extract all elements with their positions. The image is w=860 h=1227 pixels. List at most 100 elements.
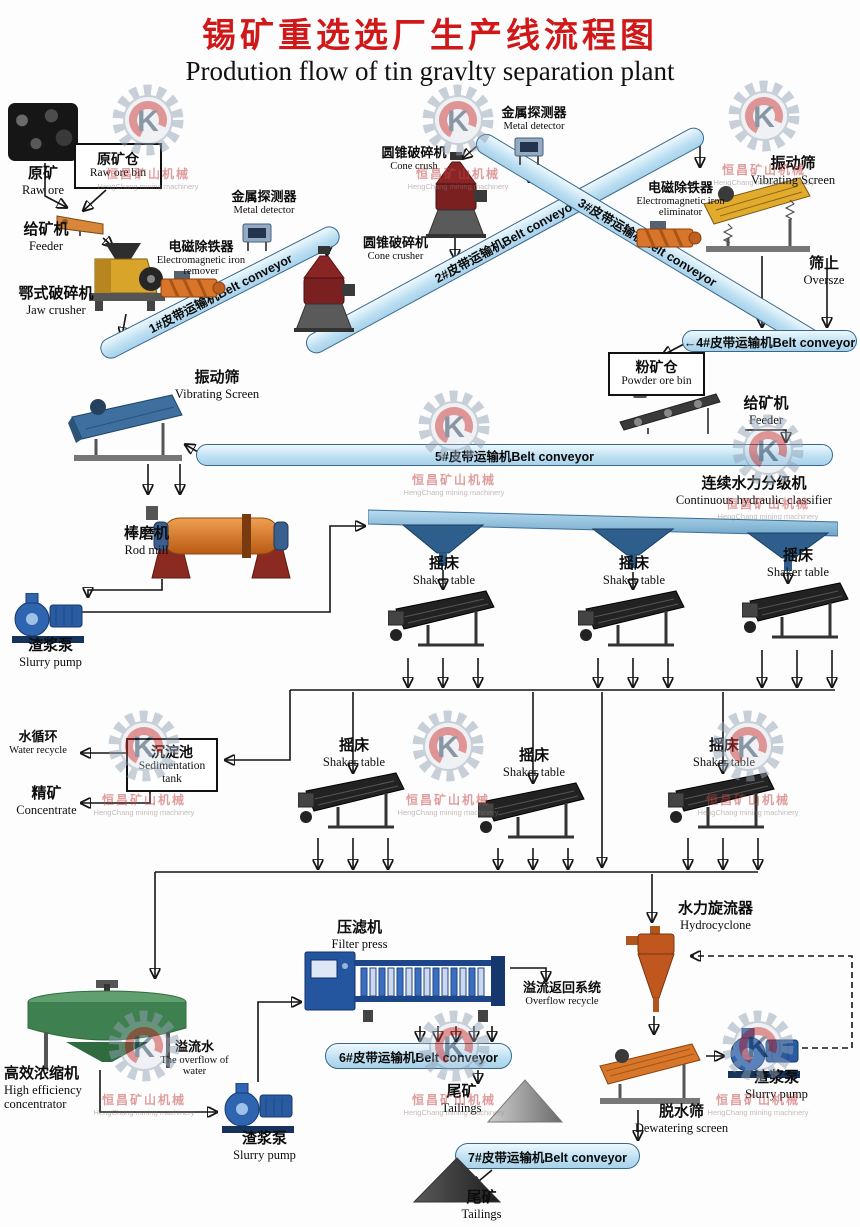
en-text: Slurry pump <box>233 1147 296 1162</box>
en-text: Slurry pump <box>745 1086 808 1101</box>
metal-detector-1-machine <box>240 222 274 257</box>
en-text: Shaker table <box>766 564 830 579</box>
zh-text: 摇床 <box>428 555 459 572</box>
zh-text: 振动筛 <box>770 155 816 172</box>
feeder-right-label: 给矿机 Feeder <box>730 395 802 427</box>
belt-conveyor-7: 7#皮带运输机Belt conveyor <box>455 1143 640 1169</box>
zh-text: 棒磨机 <box>123 525 169 542</box>
en-text: Tailings <box>441 1100 482 1115</box>
rod-mill-machine <box>146 496 296 585</box>
hydraulic-classifier-machine <box>367 498 839 583</box>
zh-text: 筛上 <box>808 255 839 272</box>
shaker-table-label: 摇床 Shaker table <box>388 555 500 587</box>
slurry-pump-left-machine <box>10 592 88 650</box>
en-text: Sedimentation tank <box>138 760 206 785</box>
en-text: Metal detector <box>503 120 565 132</box>
shaker-table-machine <box>297 772 405 829</box>
zh-text: 渣浆泵 <box>27 637 73 654</box>
shaker-table-label: 摇床 Shaker table <box>668 737 780 769</box>
sedimentation-tank: 沉淀池 Sedimentation tank <box>126 738 218 792</box>
zh-text: 连续水力分级机 <box>701 475 807 492</box>
en-text: Raw ore <box>22 182 64 197</box>
zh-text: 溢流水 <box>174 1039 214 1054</box>
zh-text: 水循环 <box>18 729 58 744</box>
en-text: Continuous hydraulic classifier <box>675 492 833 507</box>
zh-text: 摇床 <box>782 547 813 564</box>
shaker-table-label: 摇床 Shaker table <box>298 737 410 769</box>
zh-text: 压滤机 <box>336 919 382 936</box>
en-text: Overflow recycle <box>525 995 599 1007</box>
en-text: Slurry pump <box>19 654 82 669</box>
vibrating-screen-top-label: 振动筛 Vibrating Screen <box>738 155 848 187</box>
en-text: Electromagnetic iron remover <box>156 254 246 278</box>
raw-ore-image <box>8 103 78 161</box>
belt-6-label: 6#皮带运输机Belt conveyor <box>338 1050 499 1065</box>
en-text: Dewatering screen <box>634 1120 729 1135</box>
zh-text: 精矿 <box>31 785 62 802</box>
zh-text: 摇床 <box>708 737 739 754</box>
cone-crush-top-machine <box>424 150 488 243</box>
zh-text: 给矿机 <box>23 221 69 238</box>
tailings-mid-cone <box>486 1076 564 1129</box>
zh-text: 摇床 <box>618 555 649 572</box>
iron-eliminator-machine <box>636 220 702 259</box>
en-text: Shaker table <box>502 764 566 779</box>
en-text: High efficiency concentrator <box>4 1082 82 1111</box>
feeder-left-machine <box>55 208 113 241</box>
hydrocyclone-label: 水力旋流器 Hydrocyclone <box>658 900 773 932</box>
shaker-table-machine <box>577 590 685 647</box>
en-text: Shaker table <box>412 572 476 587</box>
zh-text: 原矿仓 <box>97 150 139 167</box>
en-text: Shaker table <box>602 572 666 587</box>
shaker-table-group: 摇床 Shaker table <box>741 547 854 646</box>
en-text: Vibrating Screen <box>750 172 836 187</box>
zh-text: 圆锥破碎机 <box>362 235 428 250</box>
zh-text: 金属探测器 <box>501 105 567 120</box>
en-text: Oversze <box>803 272 845 287</box>
iron-remover-machine <box>160 270 226 309</box>
concentrate-label: 精矿 Concentrate <box>4 785 89 817</box>
shaker-table-label: 摇床 Shaker table <box>742 547 854 579</box>
shaker-table-group: 摇床 Shaker table <box>667 737 780 836</box>
en-text: Cone crusher <box>367 250 424 262</box>
zh-text: 摇床 <box>338 737 369 754</box>
dewatering-screen-label: 脱水筛 Dewatering screen <box>624 1103 739 1135</box>
shaker-table-group: 摇床 Shaker table <box>387 555 500 654</box>
zh-text: 摇床 <box>518 747 549 764</box>
en-text: Powder ore bin <box>621 375 692 388</box>
zh-text: 渣浆泵 <box>753 1069 799 1086</box>
cone-crusher-machine <box>292 244 356 337</box>
zh-text: 沉淀池 <box>151 743 193 760</box>
iron-eliminator-label: 电磁除铁器 Electromagnetic iron eliminator <box>618 180 743 219</box>
zh-text: 原矿 <box>27 165 58 182</box>
zh-text: 圆锥破碎机 <box>381 145 447 160</box>
shaker-table-label: 摇床 Shaker table <box>578 555 690 587</box>
slurry-pump-right-label: 渣浆泵 Slurry pump <box>734 1069 819 1101</box>
shaker-table-machine <box>741 582 849 639</box>
en-text: Hydrocyclone <box>680 917 751 932</box>
shaker-table-label: 摇床 Shaker table <box>478 747 590 779</box>
zh-text: 水力旋流器 <box>677 900 753 917</box>
en-text: Feeder <box>28 238 63 253</box>
en-text: Shaker table <box>322 754 386 769</box>
slurry-pump-left-label: 渣浆泵 Slurry pump <box>8 637 93 669</box>
belt-conveyor-5: 5#皮带运输机Belt conveyor <box>196 444 833 466</box>
classifier-label: 连续水力分级机 Continuous hydraulic classifier <box>650 475 858 507</box>
raw-ore-label: 原矿 Raw ore <box>6 165 80 197</box>
zh-text: 电磁除铁器 <box>168 239 234 254</box>
hydrocyclone-machine <box>626 926 686 1021</box>
rod-mill-label: 棒磨机 Rod mill <box>104 525 189 557</box>
metal-detector-1-label: 金属探测器 Metal detector <box>214 189 314 216</box>
zh-text: 渣浆泵 <box>241 1130 287 1147</box>
zh-text: 高效浓缩机 <box>4 1065 80 1082</box>
water-recycle-label: 水循环 Water recycle <box>0 729 76 756</box>
belt-conveyor-4: ←4#皮带运输机Belt conveyor <box>682 330 857 352</box>
shaker-table-group: 摇床 Shaker table <box>477 747 590 846</box>
en-text: Concentrate <box>16 802 77 817</box>
zh-text: 粉矿仓 <box>635 358 678 375</box>
belt-conveyor-6: 6#皮带运输机Belt conveyor <box>325 1043 512 1069</box>
zh-text: 振动筛 <box>194 369 240 386</box>
belt-4-label: ←4#皮带运输机Belt conveyor <box>683 335 856 350</box>
